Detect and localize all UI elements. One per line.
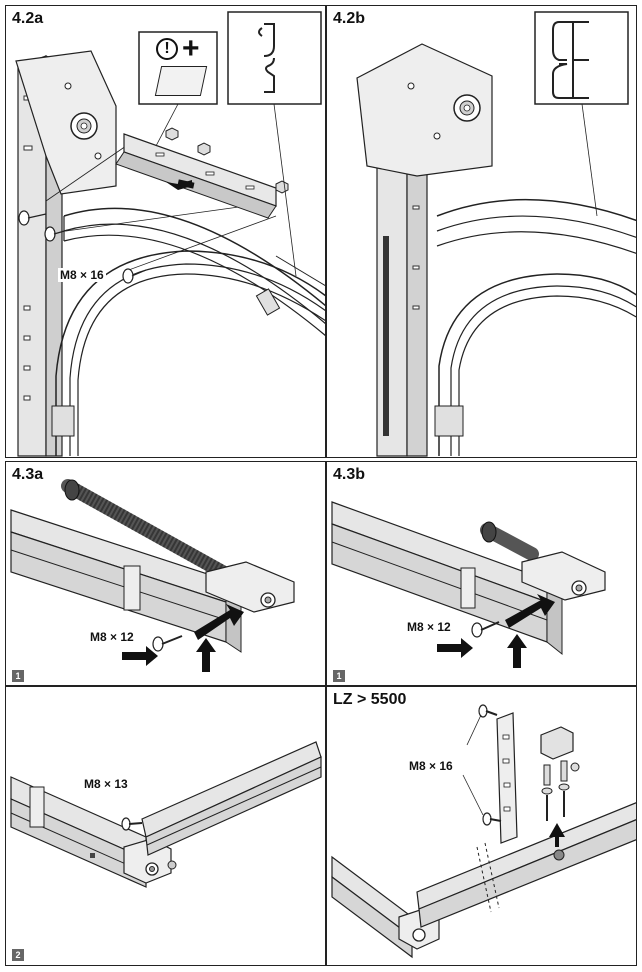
spring-bracket-drawing	[331, 501, 606, 668]
panel-4-2b: 4.2b	[326, 5, 637, 458]
panel-title: 4.3b	[333, 466, 366, 483]
panel-title: 4.2b	[333, 10, 366, 27]
rail-reinforcement-drawing	[331, 704, 636, 959]
bolt-size-label: M8 × 12	[405, 620, 453, 634]
bolt-size-label: M8 × 13	[82, 777, 130, 791]
panel-rail-joint: M8 × 13 2	[5, 686, 326, 966]
panel-title: 4.2a	[12, 10, 44, 27]
exclamation-circle-icon: !	[156, 38, 178, 60]
track-assembly-drawing	[15, 11, 325, 457]
bolt-size-label: M8 × 16	[407, 759, 455, 773]
panel-4-2a: 4.2a	[5, 5, 326, 458]
panel-lz-5500: LZ > 5500	[326, 686, 637, 966]
panel-4-3a: 4.3a M8 × 12 1	[5, 461, 326, 686]
bolt-size-label: M8 × 12	[88, 630, 136, 644]
panel-title: 4.3a	[12, 466, 44, 483]
spring-bracket-drawing	[10, 479, 295, 672]
step-badge: 1	[12, 670, 24, 682]
box-contents-icon	[154, 66, 208, 96]
step-badge: 1	[333, 670, 345, 682]
step-badge: 2	[12, 949, 24, 961]
panel-title: LZ > 5500	[333, 691, 407, 708]
track-assembly-drawing	[356, 11, 636, 457]
rail-joint-drawing	[10, 741, 322, 888]
bolt-size-label: M8 × 16	[58, 268, 106, 282]
plus-icon: +	[182, 32, 200, 65]
panel-4-3b: 4.3b M8 × 12 1	[326, 461, 637, 686]
